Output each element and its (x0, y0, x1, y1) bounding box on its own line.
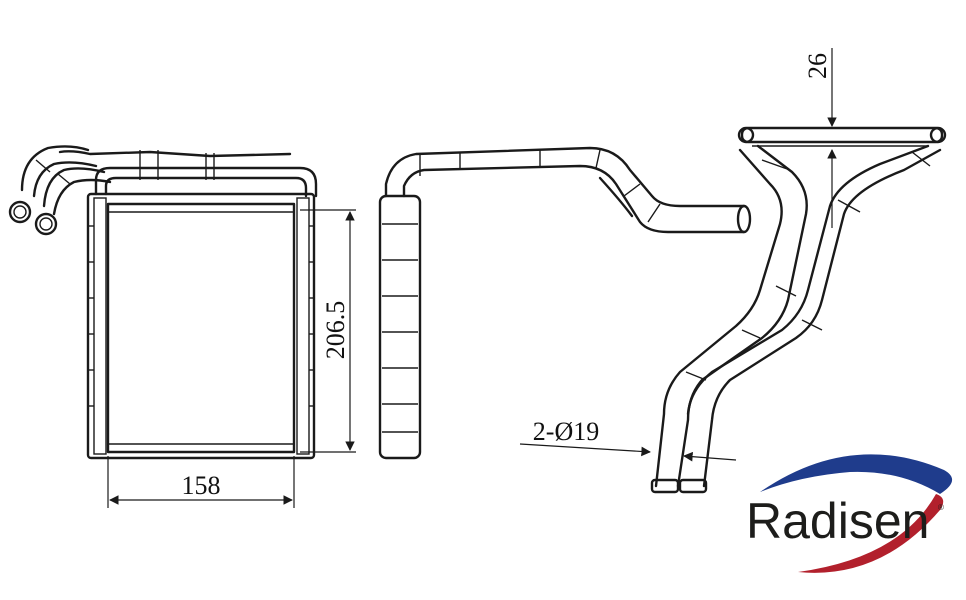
top-header-pipe-outer (94, 166, 318, 198)
side-pipe-joints (419, 149, 661, 223)
left-tube-outer (654, 148, 783, 488)
left-tube-inner (676, 144, 808, 488)
end-view: 26 2-Ø19 (519, 48, 947, 494)
width-dimension-label: 158 (182, 471, 221, 500)
height-dimension-label: 206.5 (321, 301, 350, 360)
side-pipe-bottom (402, 164, 746, 234)
inlet-pipe-inner (32, 161, 98, 198)
left-tank (93, 197, 107, 455)
end-tube-joints (685, 151, 931, 381)
core-inner-face (106, 202, 296, 454)
side-pipe-top (384, 146, 746, 208)
right-tube-outer (702, 148, 942, 488)
logo-swoosh-top (760, 454, 953, 494)
core-outer-frame (86, 192, 316, 460)
height-dimension (300, 209, 356, 453)
flange-left-boss (737, 126, 755, 144)
outlet-port (34, 212, 58, 236)
left-tank-ribs (88, 225, 94, 407)
side-pipe-end (736, 204, 752, 234)
side-core-ribs (382, 223, 418, 433)
pipe-joint-marks (35, 150, 215, 185)
width-dimension (107, 456, 295, 508)
flange-plate (740, 126, 944, 144)
flange-right-boss (929, 126, 947, 144)
inlet-port-bore (13, 205, 27, 219)
upper-pipe-line (58, 150, 292, 158)
side-pipe-middle (598, 176, 634, 218)
logo-brand-text: Radisen (746, 493, 929, 549)
outlet-port-bore (39, 217, 53, 231)
logo-trademark: ® (938, 503, 944, 512)
tube-diameter-dimension (519, 443, 737, 462)
inlet-port (8, 200, 32, 224)
front-view: 206.5 158 (8, 145, 356, 508)
right-tube-end (678, 478, 708, 494)
side-view (378, 146, 752, 460)
side-core (378, 194, 422, 460)
logo-swoosh-bottom (798, 494, 944, 573)
outlet-pipe-inner (52, 178, 112, 216)
inlet-pipe-outer (20, 145, 90, 192)
right-tank (296, 197, 310, 455)
right-tube-inner (686, 144, 930, 416)
left-tube-end (650, 478, 680, 494)
radisen-logo: Radisen ® (746, 454, 953, 573)
flange-dimension-label: 26 (803, 53, 832, 79)
tube-diameter-label: 2-Ø19 (533, 417, 599, 446)
outlet-pipe-outer (42, 167, 106, 208)
right-tank-ribs (309, 225, 314, 407)
